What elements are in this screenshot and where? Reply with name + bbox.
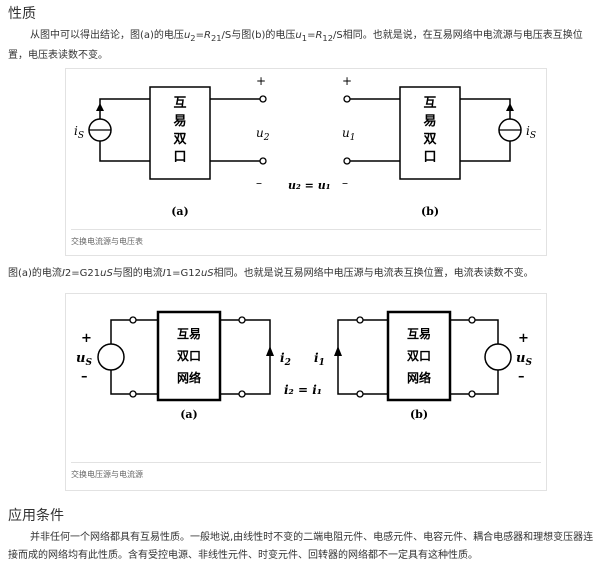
arrow-up-icon xyxy=(506,103,514,111)
minus-sign-b: – xyxy=(518,369,525,384)
box-a-line-4: 口 xyxy=(173,150,186,165)
port-voltage-a: u2 xyxy=(256,126,270,143)
circuit-diagram-2: 互易 双口 网络 + uS – i2 i1 i₂ = i₁ 互易 双口 网络 +… xyxy=(76,310,532,421)
box-b-line-2: 双口 xyxy=(407,349,431,363)
box-a-line-2: 易 xyxy=(173,114,186,129)
current-label-b: i1 xyxy=(314,351,325,368)
section-title-conditions: 应用条件 xyxy=(8,508,64,524)
box-b-line-4: 口 xyxy=(423,150,436,165)
figure-voltage-source-swap: 互易 双口 网络 + uS – i2 i1 i₂ = i₁ 互易 双口 网络 +… xyxy=(65,293,547,491)
box-a-line-3: 双 xyxy=(173,132,186,147)
voltage-source-a xyxy=(97,343,125,371)
equation-u2-u1: u₂ = u₁ xyxy=(288,179,331,192)
plus-sign-b: + xyxy=(518,331,529,346)
box-b-line-1: 互易 xyxy=(407,327,431,341)
source-label-b: iS xyxy=(526,124,536,141)
paragraph-voltage-reciprocity: 从图中可以得出结论，图(a)的电压u2=R21/S与图(b)的电压u1=R12/… xyxy=(8,30,583,61)
minus-sign-b: – xyxy=(342,176,348,190)
network-box-a xyxy=(156,310,222,402)
current-label-a: i2 xyxy=(280,351,291,368)
figure-caption-1: 交换电流源与电压表 xyxy=(71,229,541,247)
section-title-properties: 性质 xyxy=(8,6,36,22)
source-label-a: uS xyxy=(76,351,92,368)
equation-i2-i1: i₂ = i₁ xyxy=(284,383,322,397)
box-b-line-3: 双 xyxy=(423,132,436,147)
terminal-a-bottom xyxy=(259,157,267,165)
box-a-line-3: 网络 xyxy=(177,370,201,385)
figure-label-b: (b) xyxy=(410,408,428,421)
terminal-b-bottom xyxy=(343,157,351,165)
source-label-a: iS xyxy=(74,124,84,141)
plus-sign-b: + xyxy=(342,74,352,88)
box-b-line-3: 网络 xyxy=(407,370,431,385)
figure-caption-2: 交换电压源与电流源 xyxy=(71,462,541,480)
box-b-line-1: 互 xyxy=(423,96,436,111)
box-a-line-2: 双口 xyxy=(177,349,201,363)
paragraph-current-reciprocity: 图(a)的电流I2=G21uS与图的电流I1=G12uS相同。也就是说互易网络中… xyxy=(8,268,534,279)
arrow-up-icon xyxy=(334,346,342,356)
voltage-source-b xyxy=(484,343,512,371)
port-voltage-b: u1 xyxy=(342,126,355,143)
minus-sign-a: – xyxy=(81,369,88,384)
plus-sign-a: + xyxy=(256,74,266,88)
terminal-a-top xyxy=(259,95,267,103)
source-label-b: uS xyxy=(516,351,532,368)
figure-label-b: (b) xyxy=(421,205,439,218)
arrow-up-icon xyxy=(266,346,274,356)
network-box-a xyxy=(149,86,211,180)
box-b-line-2: 易 xyxy=(423,114,436,129)
network-box-b xyxy=(399,86,461,180)
figure-label-a: (a) xyxy=(171,205,189,218)
terminal-b-top xyxy=(343,95,351,103)
circuit-diagram-1: 互 易 双 口 iS + u2 – u₂ = u₁ + u1 – 互 易 双 口 xyxy=(74,74,536,218)
box-a-line-1: 互易 xyxy=(177,327,201,341)
figure-label-a: (a) xyxy=(180,408,198,421)
paragraph-conditions: 并非任何一个网络都具有互易性质。一般地说,由线性时不变的二端电阻元件、电感元件、… xyxy=(8,532,594,561)
minus-sign-a: – xyxy=(256,176,262,190)
arrow-up-icon xyxy=(96,103,104,111)
box-a-line-1: 互 xyxy=(173,96,186,111)
figure-current-source-swap: 互 易 双 口 iS + u2 – u₂ = u₁ + u1 – 互 易 双 口 xyxy=(65,68,547,256)
plus-sign-a: + xyxy=(81,331,92,346)
network-box-b xyxy=(386,310,452,402)
